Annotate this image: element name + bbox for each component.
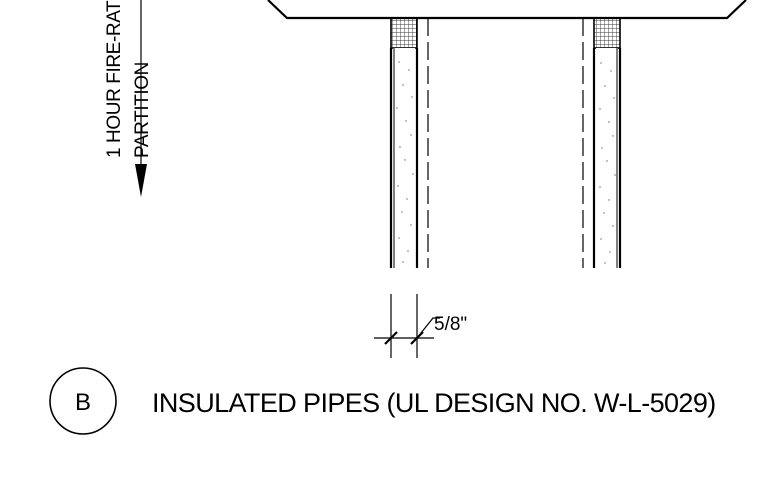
dimension-marker: 5/8" bbox=[374, 294, 467, 358]
right-sealant-cap bbox=[593, 17, 621, 49]
right-insulation-stipple bbox=[599, 62, 616, 264]
dimension-tick-left bbox=[384, 331, 398, 345]
partition-label-line2: PARTITION bbox=[132, 62, 153, 158]
detail-title: INSULATED PIPES (UL DESIGN NO. W-L-5029) bbox=[152, 388, 716, 418]
detail-callout: B INSULATED PIPES (UL DESIGN NO. W-L-502… bbox=[49, 367, 716, 435]
partition-arrowhead bbox=[135, 164, 147, 197]
right-pipe-assembly bbox=[582, 17, 622, 268]
left-sealant-cap bbox=[390, 17, 418, 49]
dimension-leader bbox=[416, 317, 440, 339]
detail-marker-letter: B bbox=[75, 389, 91, 416]
partition-label: 1 HOUR FIRE-RAT PARTITION bbox=[104, 0, 153, 197]
partition-label-line1: 1 HOUR FIRE-RAT bbox=[104, 0, 125, 158]
pipe-collar-outline bbox=[267, 0, 747, 20]
left-insulation-stipple bbox=[396, 61, 414, 263]
left-insulation bbox=[393, 48, 415, 268]
right-insulation bbox=[596, 48, 618, 268]
left-pipe-assembly bbox=[389, 17, 429, 268]
detail-marker-circle bbox=[49, 367, 117, 435]
dimension-label: 5/8" bbox=[434, 314, 467, 335]
